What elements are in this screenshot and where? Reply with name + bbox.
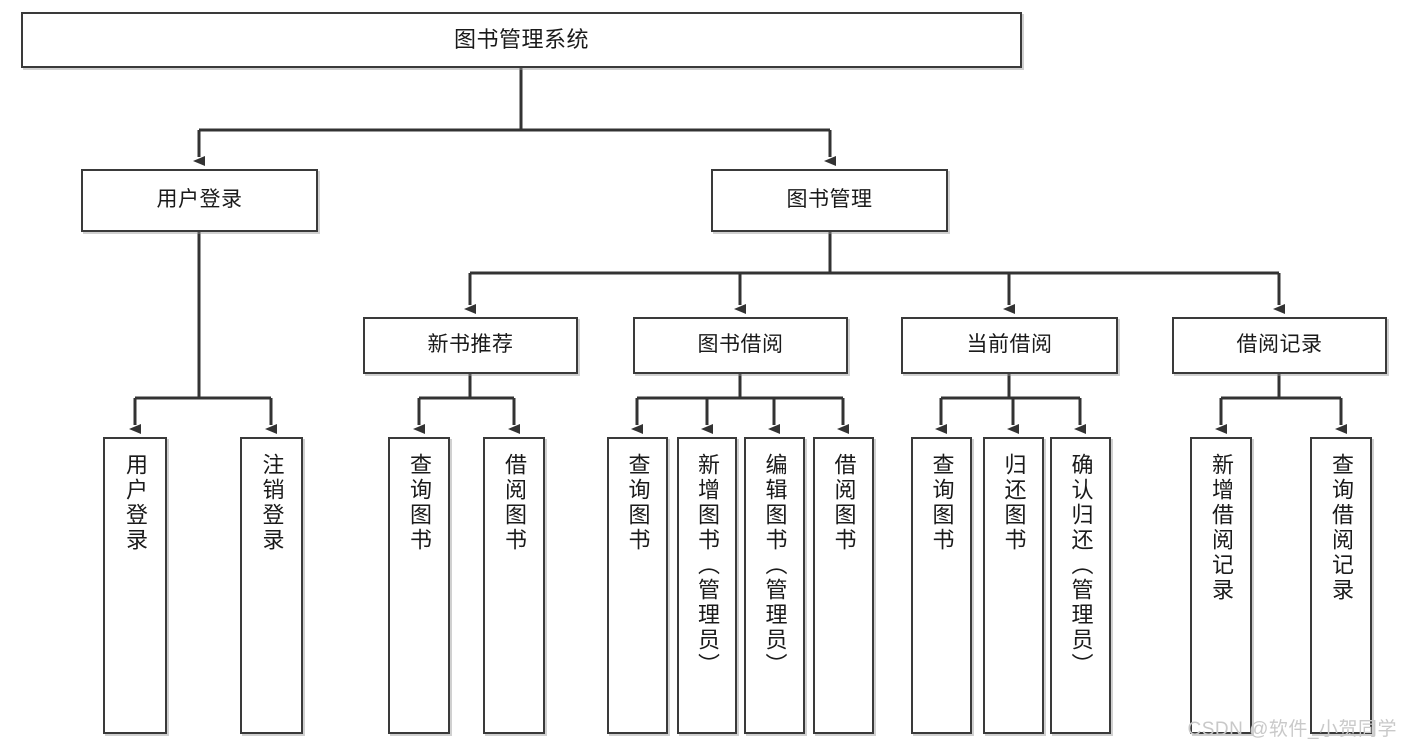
node-leaf-user-login[interactable]: 用户登录 (103, 437, 167, 734)
node-leaf-query-book-b[interactable]: 查询图书 (607, 437, 668, 734)
node-leaf-borrow-book-b-label: 借阅图书 (831, 453, 857, 553)
node-leaf-confirm-return[interactable]: 确认归还（管理员） (1050, 437, 1111, 734)
node-leaf-edit-book-admin-label: 编辑图书（管理员） (762, 453, 788, 678)
node-leaf-borrow-book-a-label: 借阅图书 (502, 453, 527, 553)
node-current-borrow-label: 当前借阅 (966, 333, 1053, 357)
node-leaf-return-book-label: 归还图书 (1001, 453, 1027, 553)
node-leaf-query-borrow-record[interactable]: 查询借阅记录 (1310, 437, 1372, 734)
node-leaf-query-book-c[interactable]: 查询图书 (911, 437, 972, 734)
node-borrow-record-label: 借阅记录 (1236, 333, 1323, 357)
node-leaf-logout-login[interactable]: 注销登录 (240, 437, 303, 734)
node-user-login-label: 用户登录 (156, 188, 243, 212)
node-leaf-add-book-admin[interactable]: 新增图书（管理员） (677, 437, 737, 734)
watermark: CSDN @软件_小贺同学 (1187, 719, 1397, 740)
node-leaf-borrow-book-a[interactable]: 借阅图书 (483, 437, 545, 734)
node-leaf-add-borrow-record[interactable]: 新增借阅记录 (1190, 437, 1252, 734)
node-book-manage-label: 图书管理 (786, 188, 873, 212)
node-book-borrow-label: 图书借阅 (697, 333, 784, 357)
node-book-borrow[interactable]: 图书借阅 (633, 317, 848, 374)
node-user-login[interactable]: 用户登录 (81, 169, 318, 232)
node-current-borrow[interactable]: 当前借阅 (901, 317, 1118, 374)
node-leaf-query-book-b-label: 查询图书 (625, 453, 651, 553)
node-leaf-logout-login-label: 注销登录 (259, 453, 285, 553)
node-root[interactable]: 图书管理系统 (21, 12, 1022, 68)
node-leaf-confirm-return-label: 确认归还（管理员） (1068, 453, 1094, 678)
node-leaf-edit-book-admin[interactable]: 编辑图书（管理员） (744, 437, 805, 734)
node-leaf-add-borrow-record-label: 新增借阅记录 (1209, 453, 1234, 603)
node-leaf-query-borrow-record-label: 查询借阅记录 (1329, 453, 1354, 603)
node-book-manage[interactable]: 图书管理 (711, 169, 948, 232)
node-leaf-query-book-c-label: 查询图书 (929, 453, 955, 553)
node-leaf-borrow-book-b[interactable]: 借阅图书 (813, 437, 874, 734)
node-root-label: 图书管理系统 (453, 27, 589, 53)
node-leaf-user-login-label: 用户登录 (123, 453, 148, 553)
node-borrow-record[interactable]: 借阅记录 (1172, 317, 1387, 374)
node-new-book-recommend-label: 新书推荐 (427, 333, 514, 357)
node-leaf-return-book[interactable]: 归还图书 (983, 437, 1044, 734)
node-new-book-recommend[interactable]: 新书推荐 (363, 317, 578, 374)
node-leaf-add-book-admin-label: 新增图书（管理员） (695, 453, 720, 678)
node-leaf-query-book-a-label: 查询图书 (407, 453, 432, 553)
node-leaf-query-book-a[interactable]: 查询图书 (388, 437, 450, 734)
